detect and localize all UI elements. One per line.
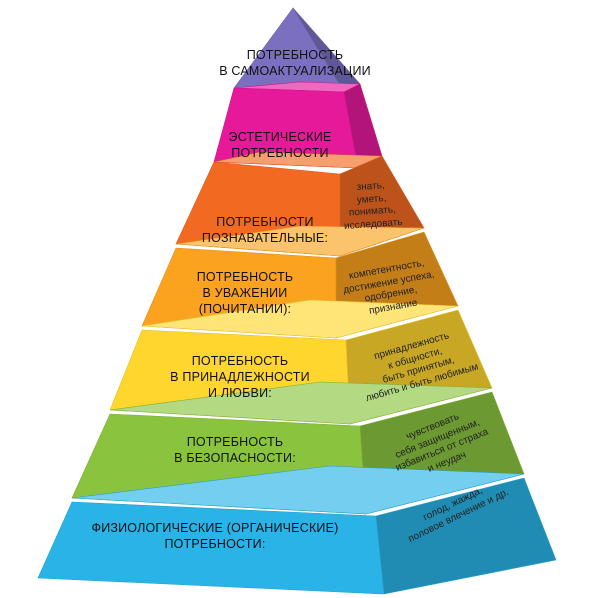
level-5-title: ПОТРЕБНОСТЬ В ПРИНАДЛЕЖНОСТИ И ЛЮБВИ: [170, 354, 310, 400]
level-6-title: ПОТРЕБНОСТЬ В БЕЗОПАСНОСТИ: [174, 435, 296, 465]
level-3-title: ПОТРЕБНОСТИ ПОЗНАВАТЕЛЬНЫЕ: [201, 215, 329, 245]
level-4-title: ПОТРЕБНОСТЬ В УВАЖЕНИИ (ПОЧИТАНИИ): [196, 270, 294, 316]
level-7-title: ФИЗИОЛОГИЧЕСКИЕ (ОРГАНИЧЕСКИЕ) ПОТРЕБНОС… [91, 521, 339, 551]
level-2-title: ЭСТЕТИЧЕСКИЕ ПОТРЕБНОСТИ [228, 130, 332, 160]
level-1-title: ПОТРЕБНОСТЬ В САМОАКТУАЛИЗАЦИИ [219, 48, 371, 78]
level-2-aesthetic [213, 81, 383, 169]
level-1-self-actualization [233, 7, 361, 93]
level-7-physiological [37, 465, 557, 595]
level-3-details: знать, уметь, понимать, исследовать [343, 180, 403, 232]
